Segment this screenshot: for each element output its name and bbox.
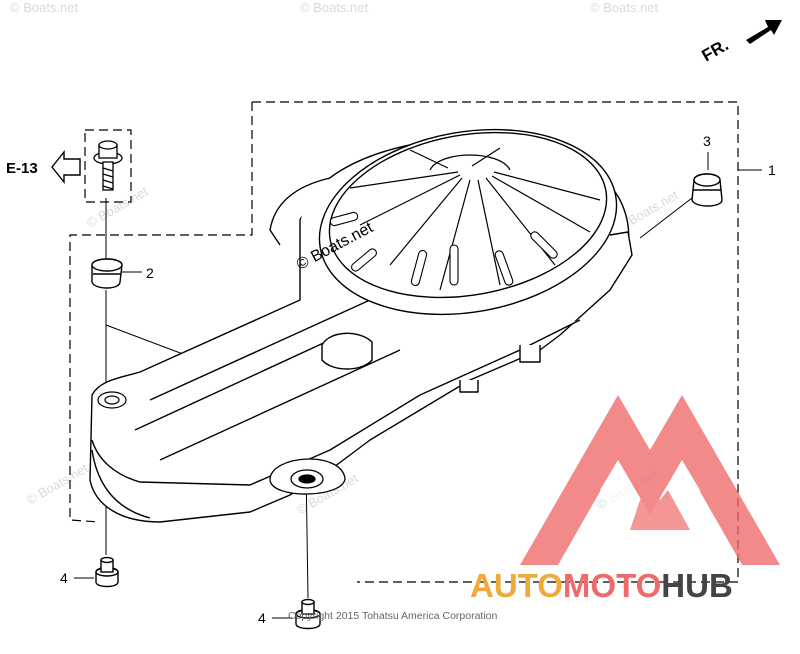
logo-emblem xyxy=(520,395,780,565)
callout-labels: 1 2 3 4 4 xyxy=(60,133,776,626)
grommet-part-2 xyxy=(91,258,123,289)
callout-2: 2 xyxy=(146,265,154,281)
front-direction-indicator: FR. xyxy=(699,20,782,65)
logo-part-auto: AUTO xyxy=(470,567,563,604)
automotohub-logo: AUTOMOTOHUB xyxy=(470,395,780,604)
watermark: © Boats.net xyxy=(590,0,659,15)
mounting-boss-left xyxy=(97,391,127,409)
direction-label: FR. xyxy=(699,35,732,65)
grille-slots xyxy=(329,211,558,287)
logo-part-hub: HUB xyxy=(661,567,733,604)
mounting-boss xyxy=(269,458,346,495)
copyright-text: Copyright 2015 Tohatsu America Corporati… xyxy=(288,610,498,622)
watermark: © Boats.net xyxy=(84,183,151,230)
callout-1: 1 xyxy=(768,162,776,178)
assembly-outline xyxy=(69,101,739,583)
reference-indicator: E-13 xyxy=(6,150,81,184)
collar-part-4-right xyxy=(295,598,321,630)
watermark: © Boats.net xyxy=(24,460,91,507)
collar-part-4-left xyxy=(95,556,119,588)
callout-3: 3 xyxy=(703,133,711,149)
grommet-part-3 xyxy=(691,173,723,207)
callout-4: 4 xyxy=(60,570,68,586)
starter-grille xyxy=(318,128,618,316)
flange-bolt xyxy=(93,140,123,191)
reference-label: E-13 xyxy=(6,160,38,177)
watermark: © Boats.net xyxy=(10,0,79,15)
logo-wordmark: AUTOMOTOHUB xyxy=(470,567,733,604)
callout-4: 4 xyxy=(258,610,266,626)
front-arrow-icon xyxy=(746,20,782,44)
watermark: © Boats.net xyxy=(300,0,369,15)
logo-part-moto: MOTO xyxy=(563,567,661,604)
left-arrow-icon xyxy=(51,150,81,184)
